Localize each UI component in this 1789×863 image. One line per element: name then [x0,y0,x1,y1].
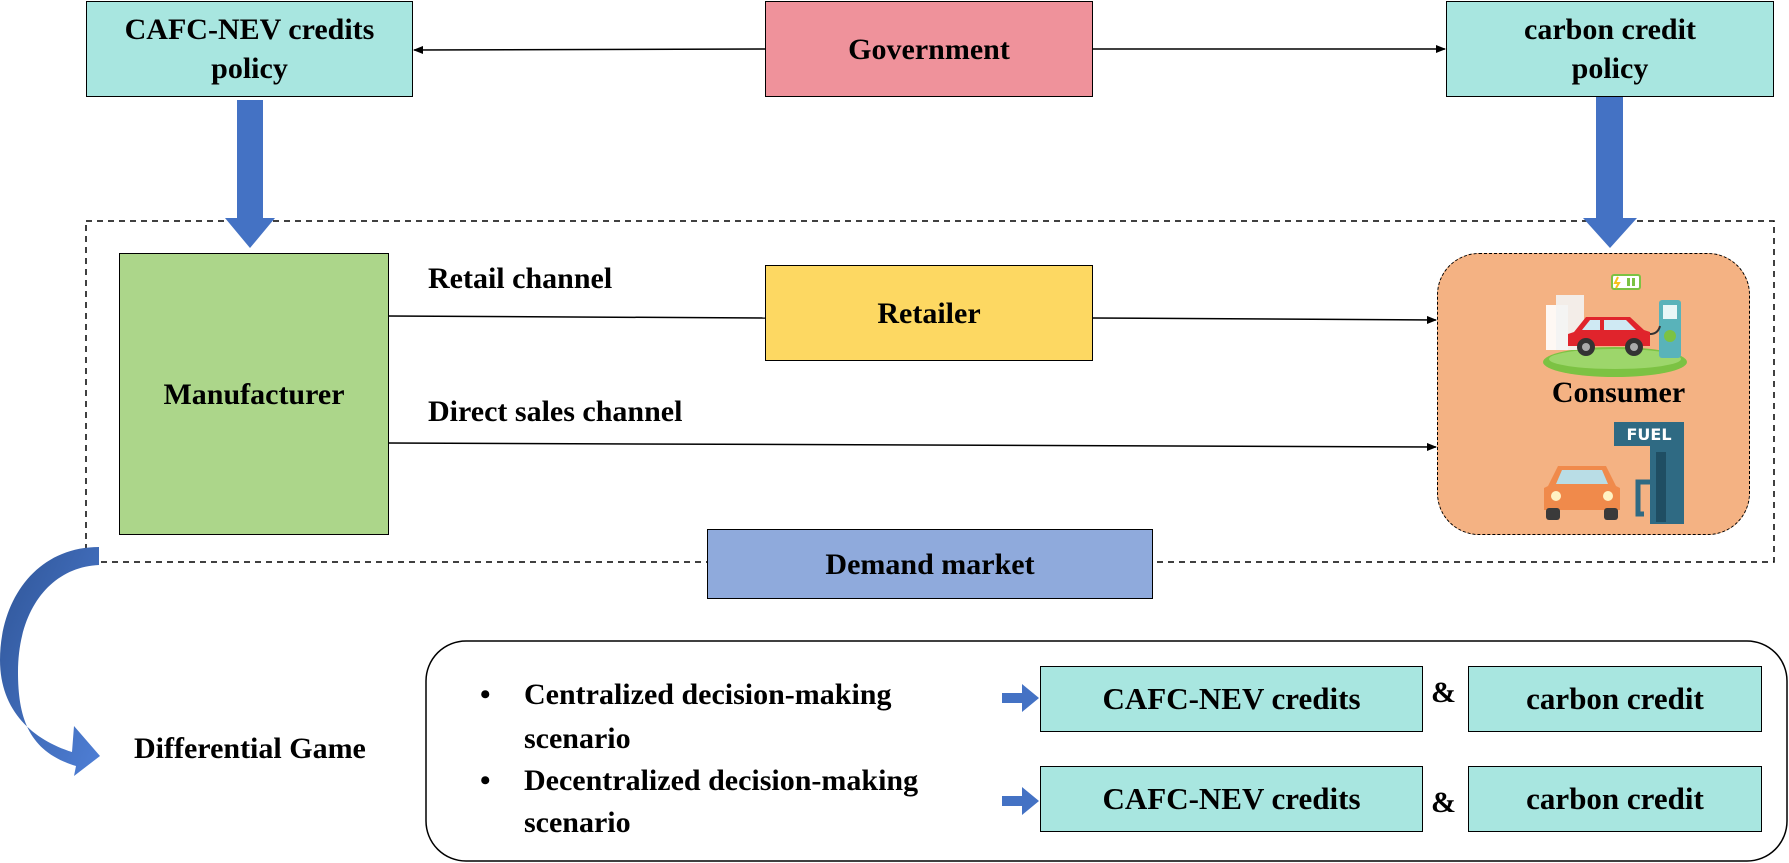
scenario-decentralized-line2: scenario [524,806,631,839]
scenario-centralized-line1: Centralized decision-making [524,678,892,711]
scenario-frame [425,640,1788,862]
scenario-centralized-line2: scenario [524,722,631,755]
consumer-label: Consumer [1551,376,1686,409]
retailer-box: Retailer [765,265,1093,361]
differential-game-label: Differential Game [134,732,366,765]
demand-market-box: Demand market [707,529,1153,599]
government-label: Government [848,32,1010,66]
manufacturer-box: Manufacturer [119,253,389,535]
retailer-label: Retailer [877,296,981,330]
arrow-direct-to-consumer [387,442,1437,451]
centralized-carbon-credit-label: carbon credit [1526,681,1704,716]
carbon-credit-policy-label: carbon credit policy [1524,13,1696,85]
scenario-decentralized-line1: Decentralized decision-making [524,764,919,797]
fuel-sign-text: FUEL [1626,425,1671,444]
decentralized-cafc-nev-credits-label: CAFC-NEV credits [1102,781,1361,816]
blue-arrow-cafc-to-manufacturer [225,100,275,248]
consumer-box: Consumer FUEL [1437,253,1750,535]
arrow-retailer-to-consumer [1091,315,1437,324]
decentralized-carbon-credit-box: carbon credit [1468,766,1762,832]
scenario-centralized-bullet: • [480,678,491,711]
centralized-ampersand: & [1431,676,1456,709]
carbon-credit-policy-box: carbon credit policy [1446,1,1774,97]
retail-channel-label: Retail channel [428,262,613,295]
decentralized-ampersand: & [1431,786,1456,819]
decentralized-carbon-credit-label: carbon credit [1526,781,1704,816]
direct-sales-channel-label: Direct sales channel [428,395,683,428]
manufacturer-label: Manufacturer [163,377,345,411]
government-box: Government [765,1,1093,97]
arrow-government-to-cafc [413,45,766,54]
line-manufacturer-to-retailer [387,315,766,319]
demand-market-label: Demand market [825,547,1035,581]
fuel-car-icon: FUEL [1544,422,1684,524]
blue-arrow-carbon-to-consumer [1583,97,1637,248]
cafc-nev-credits-policy-box: CAFC-NEV credits policy [86,1,413,97]
electric-car-charging-icon [1543,274,1687,377]
curved-arrow-to-differential-game [0,547,100,776]
decentralized-cafc-nev-credits-box: CAFC-NEV credits [1040,766,1423,832]
centralized-cafc-nev-credits-label: CAFC-NEV credits [1102,681,1361,716]
centralized-carbon-credit-box: carbon credit [1468,666,1762,732]
small-arrow-decentralized [1002,787,1039,815]
cafc-nev-credits-policy-label: CAFC-NEV credits policy [124,13,375,85]
scenario-decentralized-bullet: • [480,764,491,797]
small-arrow-centralized [1002,684,1039,712]
centralized-cafc-nev-credits-box: CAFC-NEV credits [1040,666,1423,732]
